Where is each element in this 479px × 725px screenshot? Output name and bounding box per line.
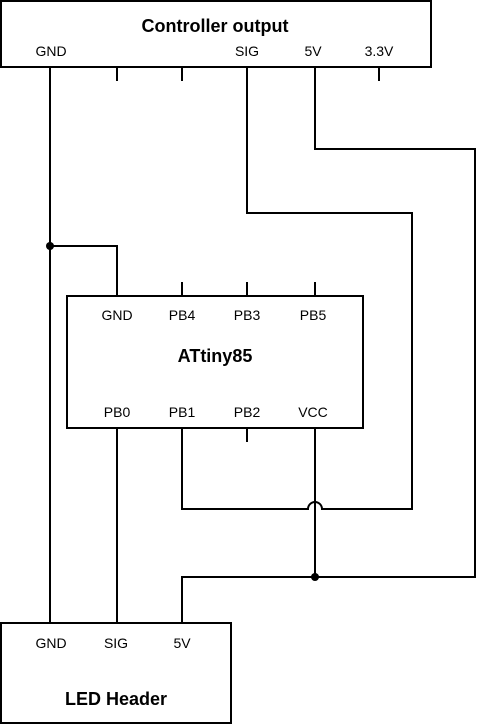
chip-pin-pb4: PB4 bbox=[169, 307, 196, 323]
attiny85-chip: GND PB4 PB3 PB5 ATtiny85 PB0 PB1 PB2 VCC bbox=[66, 295, 364, 429]
chip-title: ATtiny85 bbox=[178, 346, 253, 366]
chip-pin-pb2: PB2 bbox=[234, 404, 261, 420]
led-header-title: LED Header bbox=[65, 689, 167, 709]
chip-pin-vcc: VCC bbox=[298, 404, 328, 420]
controller-pin-3v3: 3.3V bbox=[365, 43, 394, 59]
controller-pin-5v: 5V bbox=[304, 43, 322, 59]
chip-pin-gnd: GND bbox=[101, 307, 132, 323]
controller-title: Controller output bbox=[142, 16, 289, 36]
led-pin-5v: 5V bbox=[173, 635, 191, 651]
controller-output-block: Controller output GND SIG 5V 3.3V bbox=[0, 0, 432, 68]
wire-5v-supply bbox=[181, 66, 476, 624]
wire-sig-to-pb1 bbox=[181, 66, 413, 510]
junction-ground bbox=[46, 242, 54, 250]
led-header-box bbox=[0, 622, 232, 724]
wire-ground-to-chip bbox=[49, 245, 118, 297]
chip-pin-pb3: PB3 bbox=[234, 307, 261, 323]
controller-pin-gnd: GND bbox=[35, 43, 66, 59]
chip-pin-pb1: PB1 bbox=[169, 404, 196, 420]
junction-5v bbox=[311, 573, 319, 581]
chip-box bbox=[66, 295, 364, 429]
controller-output-box bbox=[0, 0, 432, 68]
controller-pin-sig: SIG bbox=[235, 43, 259, 59]
chip-pin-pb5: PB5 bbox=[300, 307, 327, 323]
led-header-block: GND SIG 5V LED Header bbox=[0, 622, 232, 724]
led-pin-gnd: GND bbox=[35, 635, 66, 651]
led-pin-sig: SIG bbox=[104, 635, 128, 651]
wires bbox=[49, 66, 476, 624]
chip-pin-pb0: PB0 bbox=[104, 404, 131, 420]
pin-stubs bbox=[116, 66, 380, 442]
